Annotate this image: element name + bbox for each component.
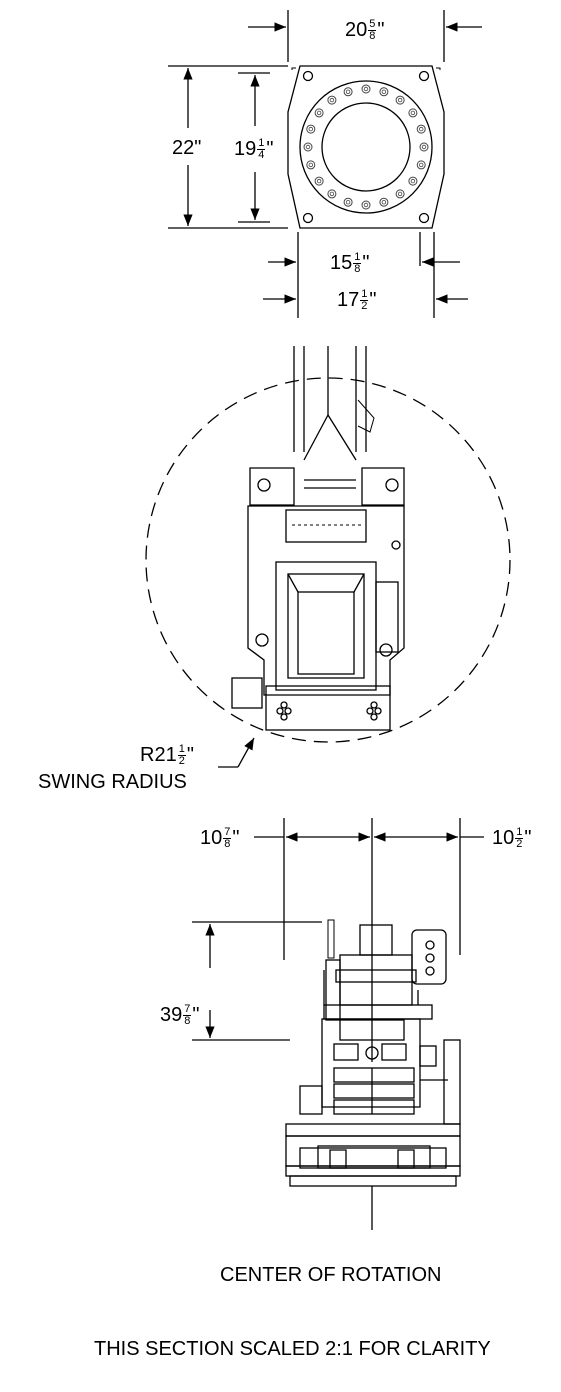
bolt-hole-inner	[397, 97, 403, 103]
bolt-hole	[306, 160, 316, 170]
bolt-hole-inner	[345, 89, 351, 94]
bolt-hole	[379, 197, 389, 207]
bolt-hole-ring	[303, 84, 429, 210]
bolt-hole-inner	[397, 191, 403, 197]
bolt-hole-inner	[363, 86, 369, 92]
bolt-hole	[361, 84, 371, 94]
bolt-hole-inner	[363, 202, 369, 208]
bolt-hole-inner	[316, 110, 322, 116]
swing-radius-view	[145, 346, 511, 768]
bolt-hole-inner	[305, 144, 311, 150]
bolt-hole-inner	[316, 178, 322, 184]
side-elevation-view	[192, 818, 484, 1230]
bolt-hole	[327, 189, 337, 199]
bolt-hole	[379, 87, 389, 97]
bolt-hole-inner	[329, 97, 335, 103]
bolt-hole-inner	[410, 178, 416, 184]
bolt-hole-inner	[308, 162, 313, 168]
bolt-hole	[408, 108, 418, 118]
bolt-hole-inner	[419, 126, 424, 132]
bolt-hole	[343, 87, 353, 97]
bolt-hole	[314, 176, 324, 186]
bolt-hole	[395, 95, 405, 105]
base-bolt-right	[366, 701, 382, 721]
bolt-hole	[314, 108, 324, 118]
swing-radius-label: SWING RADIUS	[38, 771, 187, 793]
bolt-hole-inner	[381, 89, 387, 94]
bolt-hole-inner	[308, 126, 313, 132]
bolt-hole-inner	[421, 144, 427, 150]
bolt-hole	[343, 197, 353, 207]
bolt-hole	[327, 95, 337, 105]
center-of-rotation-label: CENTER OF ROTATION	[220, 1264, 442, 1286]
bolt-hole-inner	[410, 110, 416, 116]
bolt-hole-inner	[329, 191, 335, 197]
mounting-plate-view	[168, 10, 482, 318]
bolt-hole	[303, 142, 313, 152]
scale-note: THIS SECTION SCALED 2:1 FOR CLARITY	[94, 1338, 491, 1360]
bolt-hole	[361, 200, 371, 210]
bolt-hole	[408, 176, 418, 186]
bolt-hole-inner	[345, 199, 351, 205]
bolt-hole	[416, 124, 426, 134]
bolt-hole	[395, 189, 405, 199]
plate-height-dimension: 22"	[172, 137, 202, 159]
bolt-hole	[306, 124, 316, 134]
bolt-hole	[416, 160, 426, 170]
bolt-hole-inner	[381, 199, 387, 205]
bolt-hole	[419, 142, 429, 152]
bolt-hole-inner	[419, 162, 424, 168]
base-bolt-left	[276, 701, 292, 721]
